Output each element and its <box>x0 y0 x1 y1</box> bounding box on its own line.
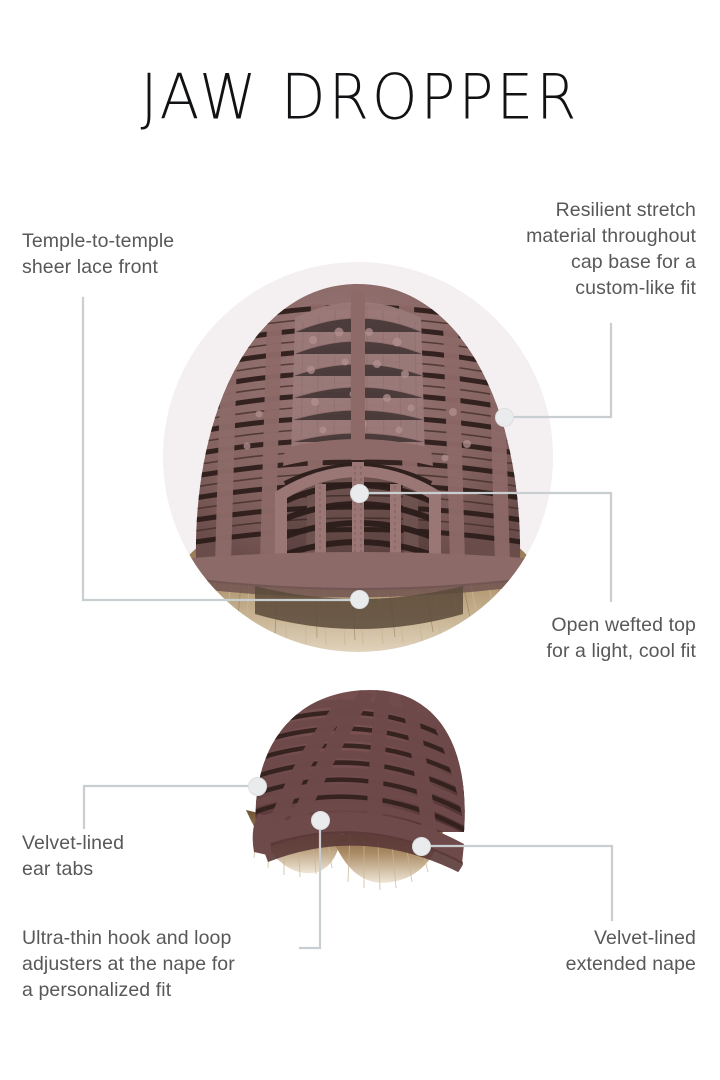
wig-cap-back-illustration <box>238 682 480 924</box>
anchor-dot-nape-adjuster <box>311 811 330 830</box>
anchor-dot-extended-nape <box>412 837 431 856</box>
anchor-dot-lace-front <box>350 590 369 609</box>
callout-temple-to-temple: Temple-to-temple sheer lace front <box>22 230 175 278</box>
anchor-dot-stretch-base <box>495 408 514 427</box>
anchor-dot-open-weft <box>350 484 369 503</box>
callout-resilient-stretch: Resilient stretch material throughout ca… <box>526 199 696 299</box>
leader-ear-tabs <box>82 784 257 830</box>
callout-open-wefted-top: Open wefted top for a light, cool fit <box>546 614 696 662</box>
callout-hook-and-loop: Ultra-thin hook and loop adjusters at th… <box>22 927 235 1001</box>
wig-cap-back-photo <box>238 682 480 924</box>
callout-extended-nape: Velvet-lined extended nape <box>565 927 696 975</box>
callout-velvet-ear-tabs: Velvet-lined ear tabs <box>22 832 125 880</box>
anchor-dot-ear-tab <box>248 777 267 796</box>
page-title: JAW DROPPER <box>140 60 580 134</box>
